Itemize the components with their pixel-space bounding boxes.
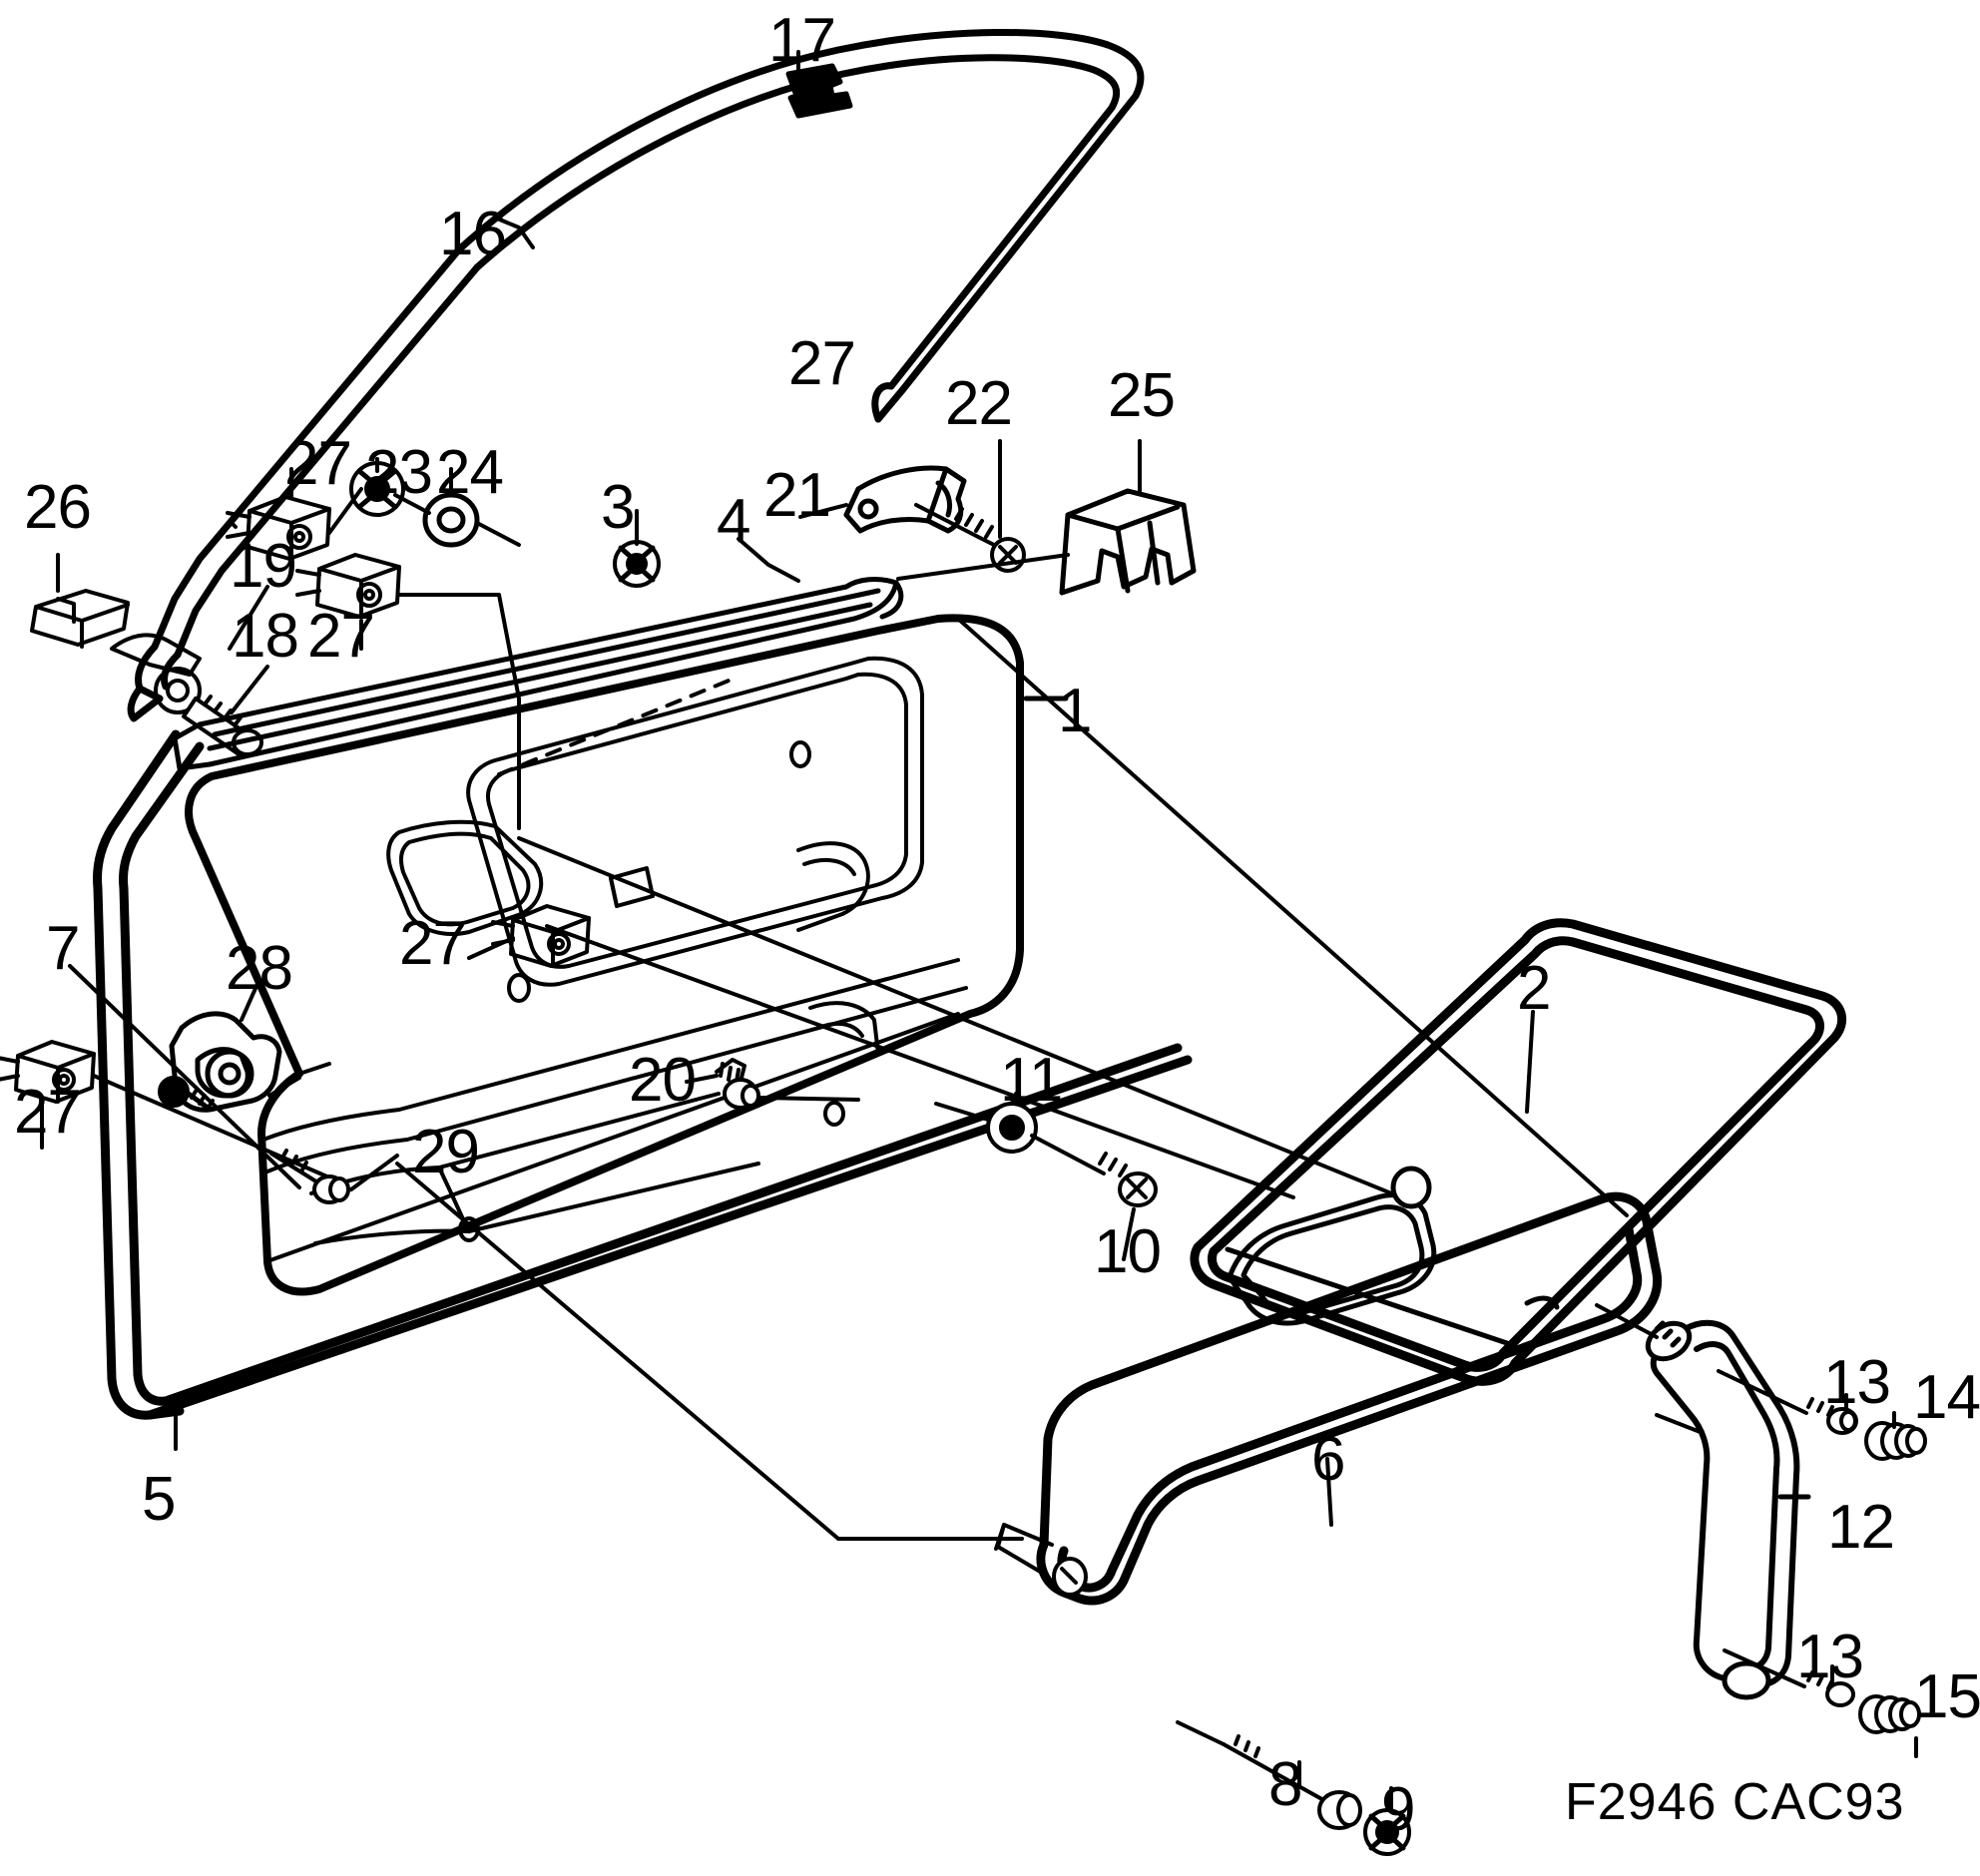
handle-screw-13a-shape [1717,1369,1858,1435]
callout-27-e: 27 [14,1078,82,1147]
door-seal-shape [93,729,205,1420]
handle-screw-cap-15-shape [1858,1694,1921,1734]
armrest-detail [994,1523,1088,1597]
grab-handle-shape [1650,1319,1800,1688]
callout-10: 10 [1094,1217,1162,1286]
end-bracket-shape [30,589,130,649]
callout-11: 11 [1000,1046,1063,1115]
callout-18: 18 [232,602,299,671]
door-trim-panel-detail [210,629,968,1263]
handle-screw-13b-shape [1723,1648,1855,1707]
callout-25: 25 [1108,361,1176,430]
bezel-screw-2-shape [269,1149,350,1204]
clip-nut-27e-shape [0,1040,96,1104]
callout-7: 7 [46,914,80,983]
inner-belt-weatherstrip-shape [172,577,904,771]
callout-27-b: 27 [284,429,352,498]
callout-8: 8 [1268,1750,1302,1819]
washer-23-shape [349,461,405,517]
callout-22: 22 [945,369,1013,438]
callout-4: 4 [717,487,750,556]
callout-1: 1 [1058,677,1092,745]
callout-13-a: 13 [1823,1348,1891,1417]
callout-20: 20 [629,1046,697,1115]
callout-2: 2 [1517,954,1551,1023]
callout-9: 9 [1381,1775,1415,1844]
handle-screw-cap-14-shape [1864,1421,1927,1461]
pull-handle-screw-shape [914,503,1026,573]
callout-27-a: 27 [788,329,856,398]
callout-21: 21 [763,461,831,530]
spacer-24-shape [422,492,480,548]
clip-nut-27b-shape [226,495,331,561]
frame-clip-shape [785,63,853,119]
callout-24: 24 [436,438,504,507]
callout-29: 29 [412,1118,480,1186]
callout-27-d: 27 [399,909,467,978]
callout-27-c: 27 [307,602,375,671]
figure-caption: F2946 CAC93 [1565,1773,1905,1831]
clip-nut-27c-shape [295,553,401,619]
upper-trim-panel-shape [1190,918,1847,1386]
callout-26: 26 [24,473,92,542]
door-trim-panel-shape [185,614,1024,1296]
callout-13-b: 13 [1796,1623,1864,1691]
callout-12: 12 [1827,1493,1895,1562]
panel-grommet-shape [986,1092,1038,1154]
nut-3-shape [613,540,661,588]
retainer-clip-bracket-shape [1059,488,1197,596]
callout-17: 17 [768,6,836,75]
callout-3: 3 [601,473,635,542]
callout-5: 5 [142,1465,176,1534]
callout-16: 16 [439,200,507,268]
armrest-screw-washer-9-shape [1363,1808,1411,1856]
callout-14: 14 [1913,1363,1980,1432]
callout-28: 28 [226,934,293,1003]
callout-23: 23 [365,438,433,507]
trim-stud-shape [715,1058,760,1110]
grab-handle-ends [1645,1320,1771,1700]
callout-19: 19 [230,532,297,601]
callout-6: 6 [1311,1425,1345,1494]
lock-button-bezel-shape [169,1011,282,1113]
callout-15: 15 [1914,1662,1980,1731]
bezel-screw-shape [158,1076,215,1111]
armrest-screw-8-shape [1222,1734,1362,1830]
panel-screw-10-shape [1030,1134,1158,1207]
upper-trim-panel-detail [1225,1166,1560,1346]
window-frame-moulding-shape [127,28,1145,722]
